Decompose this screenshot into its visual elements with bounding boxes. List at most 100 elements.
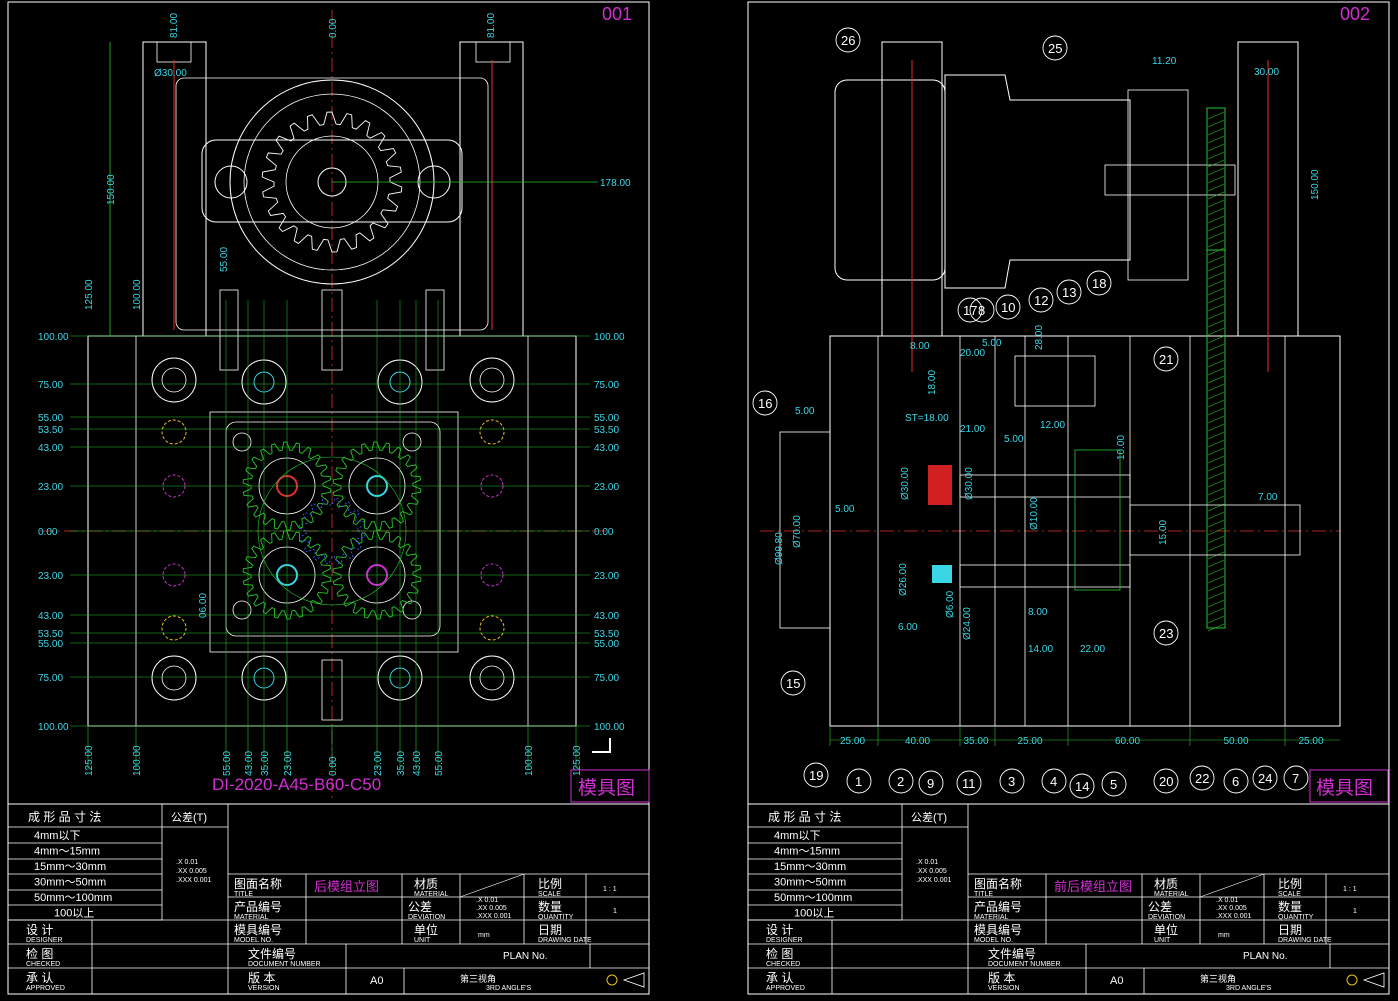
title-block-001: 成 形 品 寸 法公差(T)4mm以下4mm～15mm15mm～30mm30mm… bbox=[7, 803, 650, 995]
tb-tol-value: .X 0.01 bbox=[916, 859, 938, 866]
tb-size-row: 30mm～50mm bbox=[34, 877, 106, 889]
tb-sublabel: MODEL NO. bbox=[974, 937, 1013, 944]
tb-size-row: 4mm～15mm bbox=[774, 846, 840, 858]
dim-dia-30: Ø30.00 bbox=[154, 68, 187, 79]
rack-hatch-line bbox=[1207, 567, 1225, 576]
balloon-circle bbox=[835, 27, 861, 53]
left-dim-label: 55.00 bbox=[38, 639, 63, 650]
tb-angle: 第三视角 bbox=[460, 973, 496, 984]
left-dim-label: 75.00 bbox=[38, 380, 63, 391]
corner-bolt-hole-inner bbox=[479, 367, 505, 393]
left-dim-label: 43.00 bbox=[38, 443, 63, 454]
misc-dim-label-2: 21.00 bbox=[960, 424, 985, 435]
rack-hatch-line bbox=[1207, 231, 1225, 240]
tb-label: 模具编号 bbox=[974, 922, 1022, 937]
bottom-dim-label: 55.00 bbox=[434, 751, 445, 776]
tb-size-row: 4mm～15mm bbox=[34, 846, 100, 858]
tb-sublabel: DESIGNER bbox=[766, 937, 803, 944]
tb-sublabel: DRAWING DATE bbox=[1278, 937, 1332, 944]
dim-100-top: 100.00 bbox=[132, 279, 143, 310]
tb-sublabel: VERSION bbox=[248, 985, 280, 992]
misc-dim-label-2: 15.00 bbox=[1158, 520, 1169, 545]
ejector-pin-left bbox=[219, 289, 239, 371]
balloon-circle bbox=[1086, 270, 1112, 296]
right-dim-label: 75.00 bbox=[594, 673, 619, 684]
rack-hatch-line bbox=[1207, 135, 1225, 144]
rack-hatch-line bbox=[1207, 431, 1225, 440]
misc-dim-label-2: 5.00 bbox=[982, 338, 1002, 349]
part-code: DI-2020-A45-B60-C50 bbox=[212, 775, 381, 794]
bottom-dim-label-2: 25.00 bbox=[1018, 736, 1043, 747]
rack-hatch-line bbox=[1207, 463, 1225, 472]
tb-label: 产品编号 bbox=[974, 899, 1022, 914]
tb-scale-value: 1 : 1 bbox=[603, 886, 617, 893]
rack-hatch-line bbox=[1207, 295, 1225, 304]
rack-hatch-line bbox=[1207, 199, 1225, 208]
balloon-circle bbox=[1056, 279, 1082, 305]
tb-label: 图面名称 bbox=[234, 876, 282, 891]
left-dim-label: 75.00 bbox=[38, 673, 63, 684]
motor-bracket bbox=[175, 77, 489, 331]
rack-hatch-line bbox=[1207, 175, 1225, 184]
tb-sublabel: CHECKED bbox=[26, 961, 60, 968]
misc-dim-label-2: 5.00 bbox=[835, 504, 855, 515]
rack-hatch-line bbox=[1207, 343, 1225, 352]
nozzle-cyan bbox=[932, 565, 952, 583]
tb-label: 承 认 bbox=[766, 971, 793, 985]
rack-hatch-line bbox=[1207, 495, 1225, 504]
lower-shaft bbox=[959, 564, 1131, 588]
balloon-label: 7 bbox=[1292, 771, 1299, 786]
corner-bolt-hole-inner bbox=[161, 665, 187, 691]
rack-hatch-line bbox=[1207, 311, 1225, 320]
tb-size-row: 15mm～30mm bbox=[34, 861, 106, 873]
left-dim-label: 23.00 bbox=[38, 571, 63, 582]
tb-label: 图面名称 bbox=[974, 876, 1022, 891]
rack-hatch-line bbox=[1207, 399, 1225, 408]
rack-hatch-line bbox=[1207, 607, 1225, 616]
tb-dev-value: .X 0.01 bbox=[1216, 897, 1238, 904]
balloon-label: 21 bbox=[1159, 352, 1173, 367]
rack-hatch-line bbox=[1207, 255, 1225, 264]
rack-hatch-line bbox=[1207, 527, 1225, 536]
tb-frame bbox=[7, 803, 650, 995]
bottom-dim-label: 35.00 bbox=[260, 751, 271, 776]
nozzle-red bbox=[928, 465, 952, 505]
tb-label: 材质 bbox=[414, 877, 438, 891]
top-dim-left: 81.00 bbox=[169, 13, 180, 38]
rack-hatch-line bbox=[1207, 119, 1225, 128]
insert-screw-hole bbox=[402, 432, 422, 452]
right-dim-label: 55.00 bbox=[594, 413, 619, 424]
bottom-dim-label-2: 25.00 bbox=[840, 736, 865, 747]
rack-hatch-line bbox=[1207, 143, 1225, 152]
rack-hatch-line bbox=[1207, 271, 1225, 280]
balloon-label: 1 bbox=[855, 774, 862, 789]
rack-hatch-line bbox=[1207, 335, 1225, 344]
tb-label: 数量 bbox=[538, 899, 562, 914]
tb-sublabel: QUANTITY bbox=[538, 914, 574, 921]
rack-hatch-line bbox=[1207, 359, 1225, 368]
balloon-label: 17 bbox=[963, 303, 977, 318]
rack-hatch-line bbox=[1207, 511, 1225, 520]
stamp-box-2 bbox=[1309, 769, 1389, 803]
top-dim-right: 81.00 bbox=[486, 13, 497, 38]
tb-label: 版 本 bbox=[248, 971, 275, 985]
tb-label: 模具编号 bbox=[234, 922, 282, 937]
tb-dev-value: .XXX 0.001 bbox=[476, 913, 512, 920]
tb-sublabel: DEVIATION bbox=[408, 914, 445, 921]
balloon-label: 12 bbox=[1034, 293, 1048, 308]
tb-size-row: 4mm以下 bbox=[34, 830, 80, 842]
tb-label: 文件编号 bbox=[988, 946, 1036, 961]
balloon-label: 18 bbox=[1092, 276, 1106, 291]
balloon-label: 15 bbox=[786, 676, 800, 691]
tb-tol-value: .XX 0.005 bbox=[176, 868, 207, 875]
tb-unit-value: mm bbox=[1218, 932, 1230, 939]
insert-screw-hole bbox=[402, 600, 422, 620]
sun-gear-teeth bbox=[298, 497, 366, 565]
misc-dim-label-2: 5.00 bbox=[795, 406, 815, 417]
rack-hatch-line bbox=[1207, 519, 1225, 528]
balloon-circle bbox=[780, 670, 806, 696]
rack-upper bbox=[1206, 107, 1226, 251]
projection-symbol-cone bbox=[622, 972, 645, 988]
left-dim-label: 100.00 bbox=[38, 722, 69, 733]
